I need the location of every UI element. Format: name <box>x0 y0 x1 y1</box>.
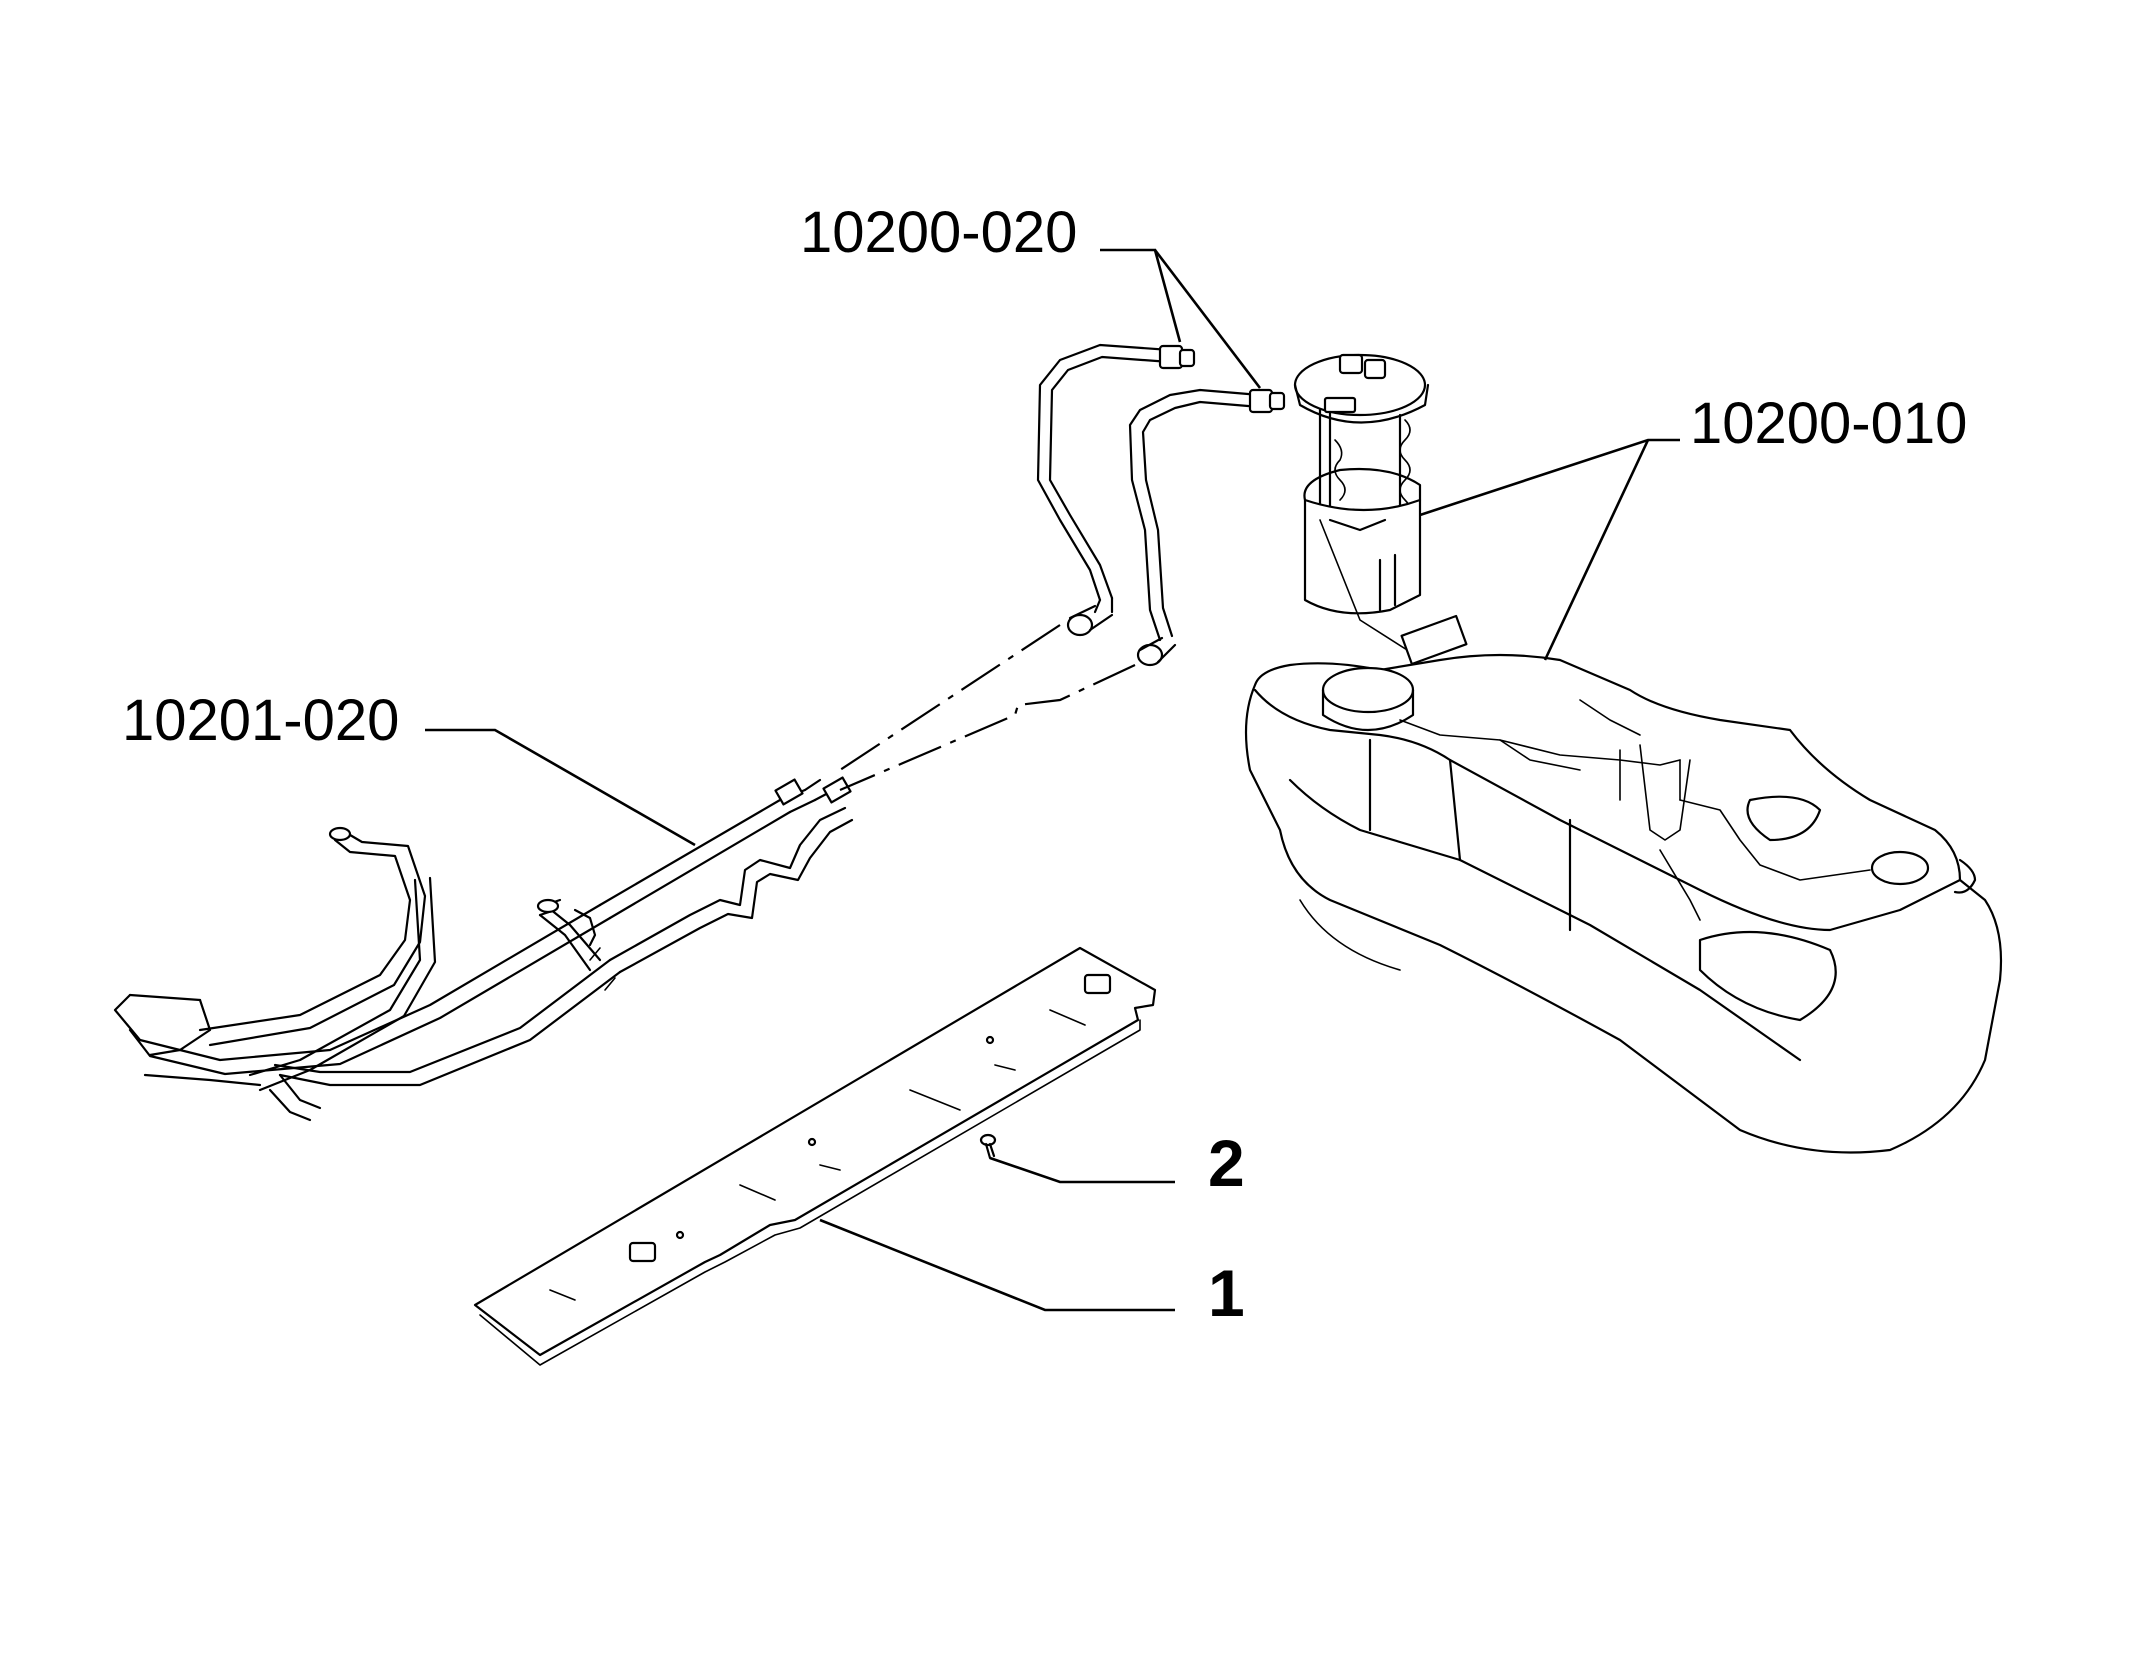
fuel-line-assembly <box>113 776 854 1122</box>
fuel-tank <box>1244 653 2003 1154</box>
callout-item-2: 2 <box>1208 1126 1245 1200</box>
shield-plate <box>473 946 1157 1366</box>
fuel-pump-module <box>1293 353 1468 666</box>
callout-10201-020: 10201-020 <box>122 688 400 753</box>
flexible-hoses <box>839 343 1286 792</box>
callout-item-1: 1 <box>1208 1256 1245 1330</box>
callout-10200-020: 10200-020 <box>800 200 1078 265</box>
screw <box>979 1133 997 1160</box>
leader-lines <box>425 248 1680 1312</box>
callout-10200-010: 10200-010 <box>1690 391 1968 456</box>
